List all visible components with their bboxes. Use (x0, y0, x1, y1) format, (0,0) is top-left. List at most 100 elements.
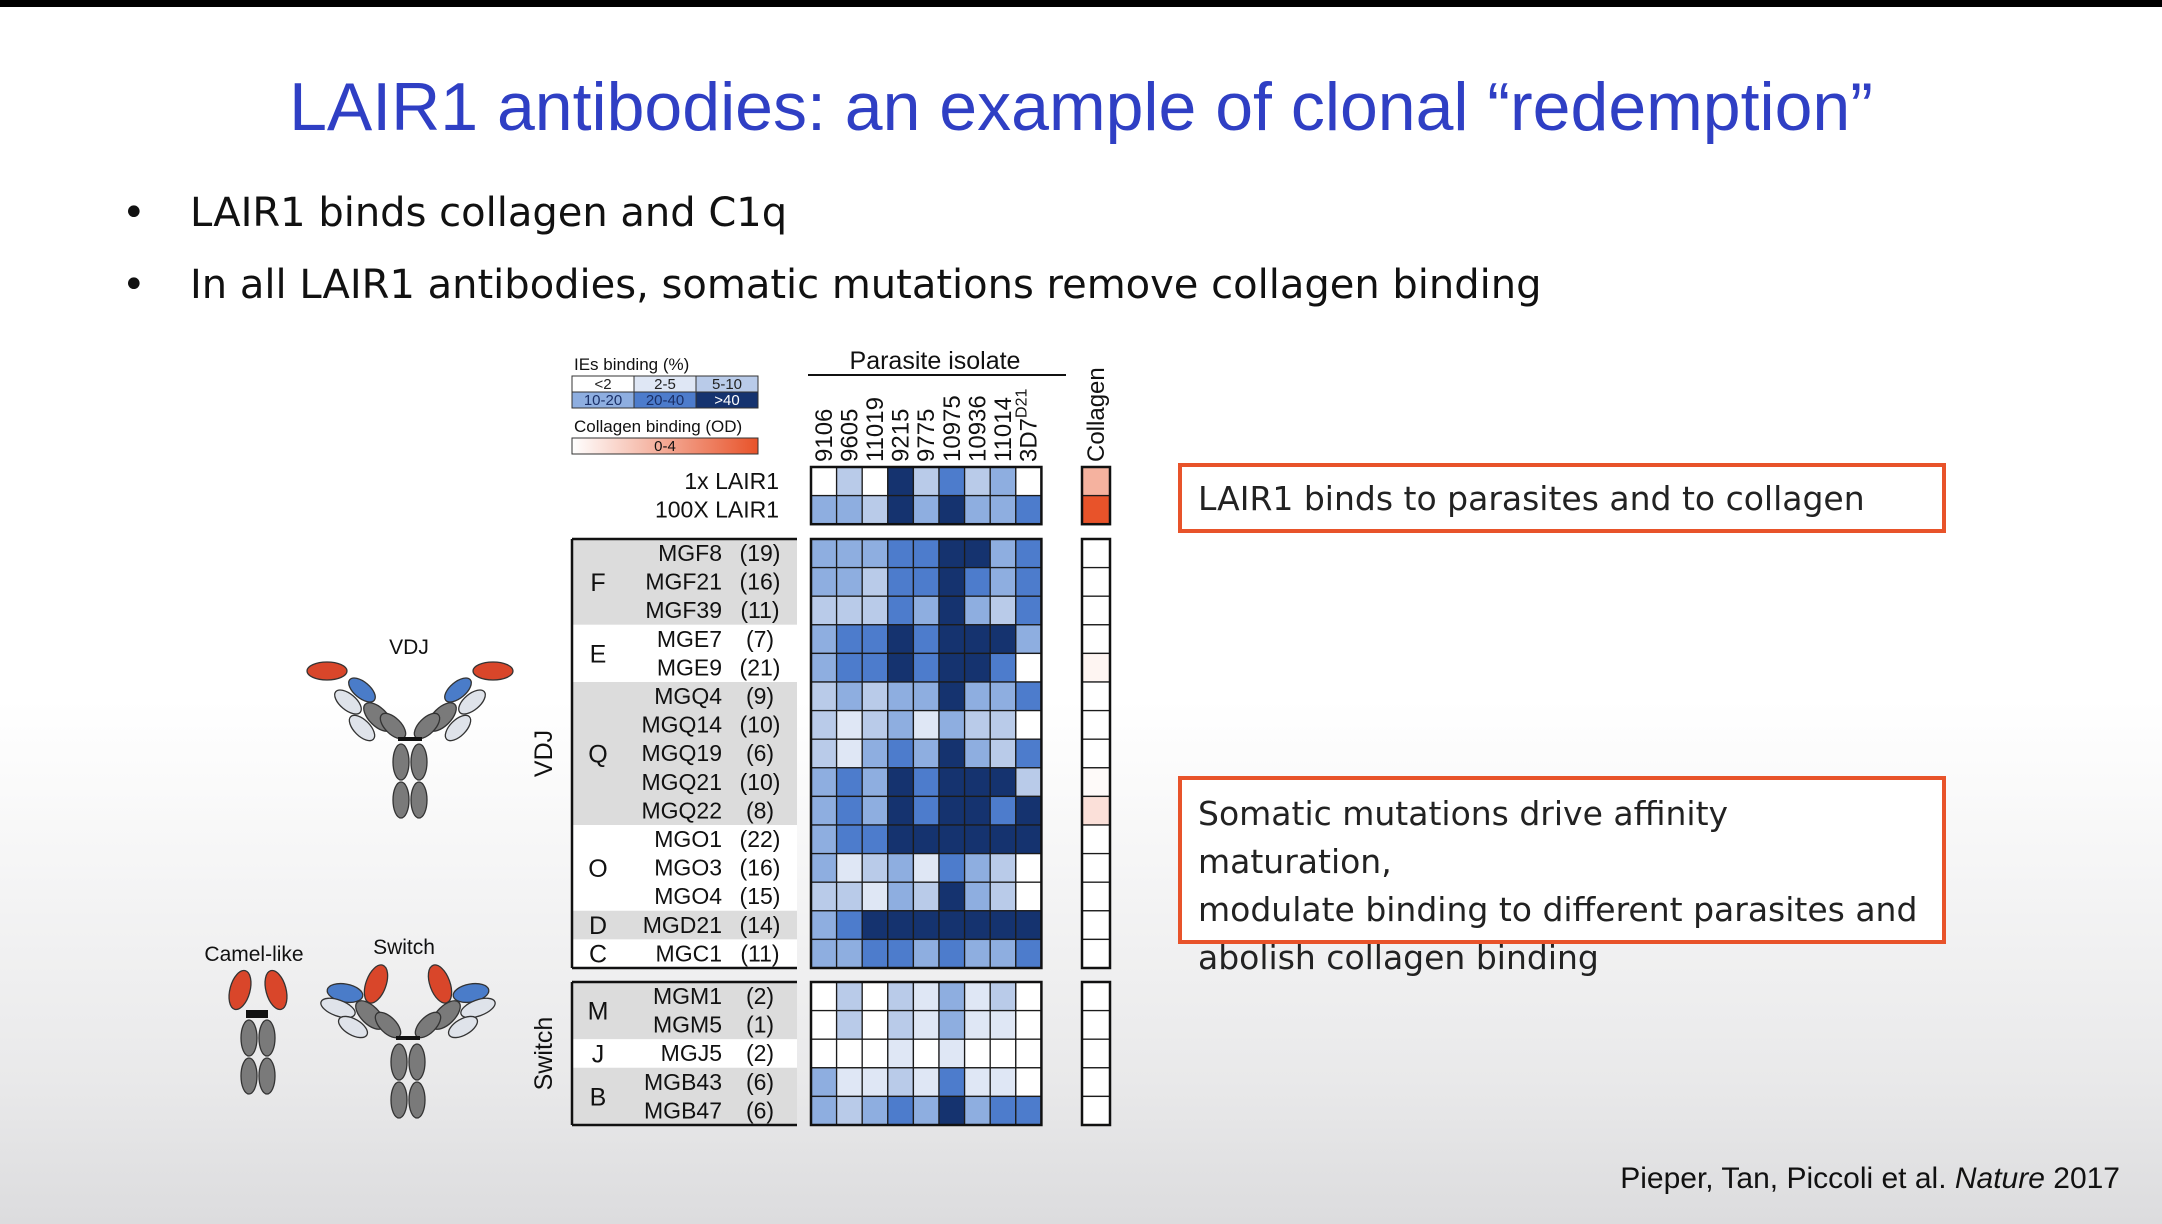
citation-journal: Nature (1954, 1162, 2045, 1195)
heatmap-cell (861, 466, 889, 497)
family-band (572, 982, 797, 1040)
isolate-label: 9215 (888, 409, 915, 462)
antibody-count: (8) (746, 797, 774, 823)
heatmap-cell (861, 709, 889, 740)
antibody-count: (19) (740, 540, 781, 566)
family-band (572, 539, 797, 625)
antibody-count: (11) (740, 597, 779, 623)
heatmap-cell (887, 681, 915, 712)
heatmap-cell (938, 852, 966, 883)
antibody-name: MGM5 (653, 1012, 722, 1038)
hinge (398, 737, 422, 741)
heatmap-cell (938, 910, 966, 941)
antibody-count: (10) (740, 769, 781, 795)
heatmap-cell (887, 1009, 915, 1040)
heatmap-cell (938, 881, 966, 912)
lair1-insert (427, 964, 453, 1004)
heatmap-cell (989, 566, 1017, 597)
heatmap-cell (989, 1009, 1017, 1040)
heatmap-cell (938, 624, 966, 655)
heatmap-cell (938, 595, 966, 626)
heatmap-cell (938, 652, 966, 683)
heatmap-cell (938, 824, 966, 855)
top-border (0, 0, 2162, 7)
heatmap-cell (887, 595, 915, 626)
reference-row-label: 1x LAIR1 (684, 468, 779, 494)
heatmap-cell (938, 795, 966, 826)
heatmap-cell (912, 624, 940, 655)
heatmap-cell (861, 681, 889, 712)
heatmap-cell (835, 1009, 863, 1040)
heatmap-cell (887, 852, 915, 883)
heatmap-cell (810, 494, 838, 525)
heatmap-cell (938, 1095, 966, 1126)
citation: Pieper, Tan, Piccoli et al. Nature 2017 (1620, 1162, 2120, 1196)
heatmap-cell (938, 709, 966, 740)
heatmap-cell (887, 910, 915, 941)
heatmap-cell (810, 538, 838, 569)
heatmap-cell (835, 494, 863, 525)
heatmap-cell (1015, 795, 1043, 826)
collagen-cell (1081, 910, 1111, 941)
group-label: VDJ (530, 730, 558, 777)
heatmap-cell (938, 566, 966, 597)
antibody-name: MGJ5 (661, 1040, 722, 1066)
isolate-label: 10975 (939, 395, 966, 462)
heatmap-cell (861, 595, 889, 626)
fc-domain (408, 1081, 426, 1119)
legend-ies-swatch (695, 391, 759, 409)
antibody-count: (7) (746, 626, 774, 652)
heatmap-cell (1015, 494, 1043, 525)
heatmap-cell (887, 738, 915, 769)
antibody-count: (9) (746, 683, 774, 709)
callout-line: Somatic mutations drive affinity maturat… (1198, 794, 1729, 881)
heatmap-cell (989, 981, 1017, 1012)
heatmap-cell (810, 738, 838, 769)
heatmap-cell (1015, 595, 1043, 626)
legend-collagen-title: Collagen binding (OD) (574, 417, 742, 436)
antibody-name: MGE9 (657, 654, 722, 680)
heatmap-cell (912, 938, 940, 969)
heatmap-cell (1015, 624, 1043, 655)
heatmap-cell (963, 538, 991, 569)
collagen-cell (1081, 624, 1111, 655)
family-band (572, 910, 797, 940)
family-letter: F (590, 569, 605, 597)
heatmap-cell (912, 910, 940, 941)
antibody-count: (15) (740, 883, 781, 909)
antibody-name: MGB47 (644, 1097, 722, 1123)
collagen-frame (1080, 980, 1112, 1127)
family-letter: O (588, 855, 607, 883)
antibody-count: (16) (740, 855, 781, 881)
heatmap-cell (938, 681, 966, 712)
light-chain (444, 714, 472, 742)
collagen-cell (1081, 738, 1111, 769)
heatmap-cell (810, 1038, 838, 1069)
heatmap-cell (810, 466, 838, 497)
heatmap-cell (912, 981, 940, 1012)
legend-ies-label: <2 (594, 376, 611, 393)
bullet-text: In all LAIR1 antibodies, somatic mutatio… (190, 262, 1542, 308)
heatmap-cell (810, 595, 838, 626)
heatmap-cell (835, 852, 863, 883)
heatmap-frame (809, 980, 1043, 1127)
fc-domain (390, 1081, 408, 1119)
heatmap-cell (861, 538, 889, 569)
heatmap-cell (861, 824, 889, 855)
callout-line: modulate binding to different parasites … (1198, 890, 1918, 929)
heatmap-cell (963, 824, 991, 855)
callout-lair1-binding: LAIR1 binds to parasites and to collagen (1178, 463, 1946, 533)
heatmap-cell (989, 624, 1017, 655)
bullet-dot: • (122, 190, 146, 236)
antibody-count: (2) (746, 1040, 774, 1066)
heatmap-cell (810, 910, 838, 941)
heatmap-cell (989, 681, 1017, 712)
antibody-name: MGD21 (643, 912, 722, 938)
collagen-frame (1080, 537, 1112, 970)
heatmap-cell (989, 1038, 1017, 1069)
collagen-cell (1081, 767, 1111, 798)
collagen-cell (1081, 466, 1111, 497)
heatmap-cell (835, 595, 863, 626)
heatmap-cell (912, 852, 940, 883)
heatmap-cell (887, 824, 915, 855)
